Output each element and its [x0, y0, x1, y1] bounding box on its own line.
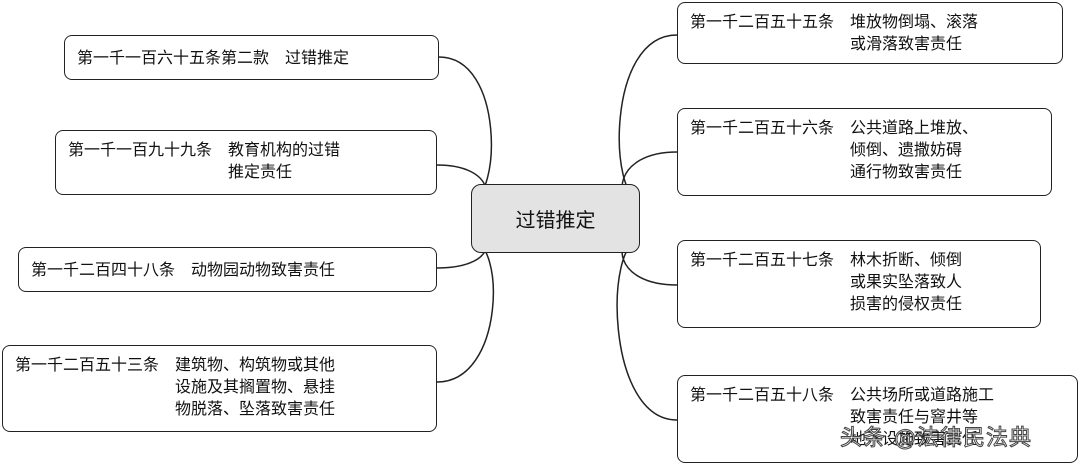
left-node-1165: 第一千一百六十五条第二款 过错推定: [64, 35, 439, 80]
article-topic: 建筑物、构筑物或其他 设施及其搁置物、悬挂 物脱落、坠落致害责任: [175, 354, 335, 420]
topic-line: 堆放物倒塌、滚落: [850, 12, 979, 31]
topic-line: 公共场所或道路施工: [850, 385, 995, 404]
connector-left-4: [436, 239, 495, 383]
article-number: 第一千二百五十五条: [690, 12, 835, 31]
left-node-1248: 第一千二百四十八条 动物园动物致害责任: [18, 247, 437, 292]
right-node-1257: 第一千二百五十七条 林木折断、倾倒 或果实坠落致人 损害的侵权责任: [677, 240, 1041, 328]
topic-line: 林木折断、倾倒: [850, 250, 963, 269]
topic-line: 物脱落、坠落致害责任: [175, 399, 336, 418]
topic-line: 过错推定: [285, 47, 350, 67]
right-node-1256: 第一千二百五十六条 公共道路上堆放、 倾倒、遗撒妨碍 通行物致害责任: [677, 108, 1052, 196]
connector-right-4: [616, 239, 678, 421]
article-topic: 堆放物倒塌、滚落 或滑落致害责任: [850, 11, 978, 55]
article-number: 第一千二百五十三条: [15, 355, 160, 374]
article-number: 第一千二百五十七条: [690, 250, 835, 269]
topic-line: 公共道路上堆放、: [850, 118, 979, 137]
left-node-1199: 第一千一百九十九条 教育机构的过错 推定责任: [55, 130, 437, 195]
article-topic: 动物园动物致害责任: [191, 259, 335, 281]
topic-line: 倾倒、遗撒妨碍: [850, 140, 963, 159]
right-node-1258: 第一千二百五十八条 公共场所或道路施工 致害责任与窨井等 地下设施致害责任: [677, 375, 1078, 463]
topic-line: 损害的侵权责任: [850, 294, 963, 313]
topic-line: 通行物致害责任: [850, 162, 963, 181]
topic-line: 致害责任与窨井等: [850, 407, 979, 426]
article-number: 第一千一百九十九条: [68, 140, 213, 159]
article-number: 第一千二百五十六条: [690, 118, 835, 137]
topic-line: 或果实坠落致人: [850, 272, 963, 291]
topic-line: 或滑落致害责任: [850, 34, 963, 53]
topic-line: 推定责任: [228, 162, 293, 181]
topic-line: 建筑物、构筑物或其他: [175, 355, 336, 374]
connector-right-1: [618, 34, 678, 201]
topic-line: 设施及其搁置物、悬挂: [175, 377, 336, 396]
article-number: 第一千二百五十八条: [690, 385, 835, 404]
topic-line: 动物园动物致害责任: [191, 259, 336, 279]
article-number: 第一千二百四十八条: [31, 259, 176, 279]
article-topic: 公共道路上堆放、 倾倒、遗撒妨碍 通行物致害责任: [850, 117, 978, 183]
left-node-1253: 第一千二百五十三条 建筑物、构筑物或其他 设施及其搁置物、悬挂 物脱落、坠落致害…: [2, 345, 437, 432]
article-topic: 教育机构的过错 推定责任: [228, 139, 340, 183]
central-topic: 过错推定: [471, 184, 640, 253]
connector-left-1: [438, 56, 493, 201]
article-topic: 过错推定: [285, 47, 349, 69]
topic-line: 教育机构的过错: [228, 140, 341, 159]
right-node-1255: 第一千二百五十五条 堆放物倒塌、滚落 或滑落致害责任: [677, 2, 1063, 64]
article-number: 第一千一百六十五条第二款: [77, 47, 270, 67]
topic-line: 地下设施致害责任: [850, 429, 979, 448]
watermark: 头条 @法律民法典: [840, 426, 1032, 452]
article-topic: 林木折断、倾倒 或果实坠落致人 损害的侵权责任: [850, 249, 962, 315]
central-topic-label: 过错推定: [515, 208, 596, 232]
article-topic: 公共场所或道路施工 致害责任与窨井等 地下设施致害责任: [850, 384, 994, 450]
